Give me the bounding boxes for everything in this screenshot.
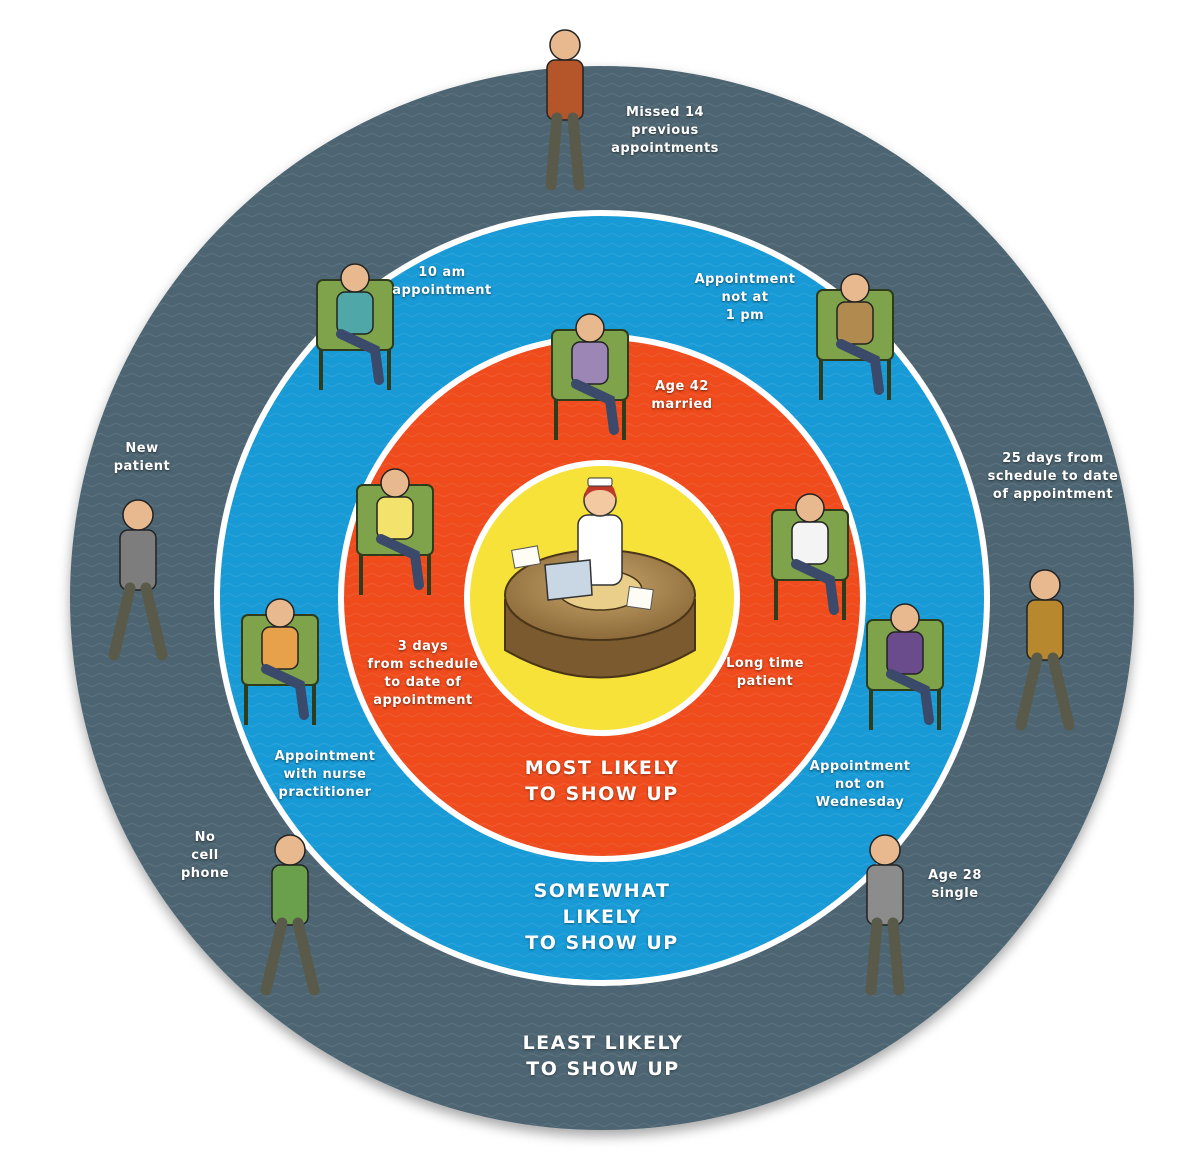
woman-using-tablet-figure xyxy=(356,468,434,595)
leg xyxy=(1047,652,1075,731)
torso xyxy=(119,529,157,591)
woman-reading-paper-figure xyxy=(551,313,629,440)
leg xyxy=(260,917,288,996)
label-not-wednesday: Appointment not on Wednesday xyxy=(809,759,911,810)
legs xyxy=(261,664,309,720)
paper-icon-right xyxy=(626,585,654,611)
legs xyxy=(791,559,839,615)
torso xyxy=(376,496,414,540)
man-on-phone-standing-figure xyxy=(545,29,585,191)
laptop-icon xyxy=(544,559,593,601)
label-long-time-patient: Long time patient xyxy=(726,656,804,689)
head xyxy=(795,493,825,523)
label-no-cell-phone: No cell phone xyxy=(180,830,230,881)
leg xyxy=(865,917,883,996)
torso xyxy=(271,864,309,926)
head xyxy=(549,29,581,61)
zone-label-least-likely: LEAST LIKELY TO SHOW UP xyxy=(522,1032,684,1080)
head xyxy=(890,603,920,633)
legs xyxy=(376,534,424,590)
man-on-phone-seated-figure xyxy=(816,273,894,400)
paper-icon-left xyxy=(511,545,541,569)
head xyxy=(1029,569,1061,601)
people-figures xyxy=(108,29,1075,996)
label-3-days: 3 days from schedule to date of appointm… xyxy=(367,639,479,708)
woman-standing-tablet-figure xyxy=(865,834,905,996)
nurse-cap xyxy=(587,477,613,487)
man-walking-phone-figure xyxy=(1015,569,1075,731)
older-man-seated-figure xyxy=(316,263,394,390)
torso xyxy=(886,631,924,675)
leg xyxy=(887,917,905,996)
label-missed-appointments: Missed 14 previous appointments xyxy=(611,105,719,156)
head xyxy=(274,834,306,866)
zone-label-somewhat-likely: SOMEWHAT LIKELY TO SHOW UP xyxy=(525,880,679,954)
legs xyxy=(571,379,619,435)
legs xyxy=(336,329,384,385)
head xyxy=(380,468,410,498)
label-25-days: 25 days from schedule to date of appoint… xyxy=(987,451,1119,502)
torso xyxy=(1026,599,1064,661)
man-using-tablet-seated-figure xyxy=(866,603,944,730)
head xyxy=(575,313,605,343)
label-age-28-single: Age 28 single xyxy=(928,868,982,901)
leg xyxy=(140,582,168,661)
legs xyxy=(836,339,884,395)
label-nurse-practitioner: Appointment with nurse practitioner xyxy=(274,749,376,800)
torso xyxy=(261,626,299,670)
woman-walking-phone-figure xyxy=(108,499,168,661)
head xyxy=(840,273,870,303)
torso xyxy=(571,341,609,385)
woman-using-phone-seated-figure xyxy=(241,598,319,725)
label-ten-am-appointment: 10 am appointment xyxy=(392,265,492,298)
label-new-patient: New patient xyxy=(113,441,171,474)
man-using-tablet-figure xyxy=(771,493,849,620)
receptionist-desk-illustration xyxy=(504,477,696,679)
zone-label-most-likely: MOST LIKELY TO SHOW UP xyxy=(524,757,680,805)
torso xyxy=(336,291,374,335)
leg xyxy=(1015,652,1043,731)
head xyxy=(869,834,901,866)
torso xyxy=(836,301,874,345)
label-not-at-1pm: Appointment not at 1 pm xyxy=(694,272,796,323)
label-age-42-married: Age 42 married xyxy=(651,379,713,412)
leg xyxy=(292,917,320,996)
torso xyxy=(546,59,584,121)
head xyxy=(265,598,295,628)
leg xyxy=(567,112,585,191)
leg xyxy=(108,582,136,661)
head xyxy=(122,499,154,531)
torso xyxy=(791,521,829,565)
head xyxy=(340,263,370,293)
man-walking-figure xyxy=(260,834,320,996)
leg xyxy=(545,112,563,191)
torso xyxy=(866,864,904,926)
legs xyxy=(886,669,934,725)
